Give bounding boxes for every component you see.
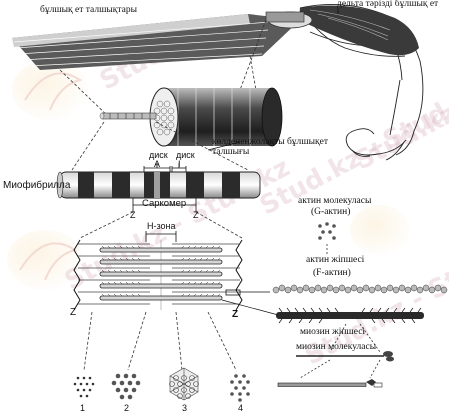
label-disk-a-letter: A bbox=[154, 159, 161, 169]
label-sarcomere: Саркомер bbox=[142, 198, 187, 209]
zoom-connectors bbox=[59, 19, 267, 119]
cross-section-2 bbox=[111, 373, 141, 400]
myofibril-strip bbox=[56, 171, 261, 199]
deltoid-muscle bbox=[299, 5, 419, 56]
label-cross-striated-fiber: көлденеңжолақты бұлшықет bbox=[212, 137, 328, 147]
label-cross-section-1: 1 bbox=[80, 403, 86, 413]
leader-line bbox=[207, 141, 241, 151]
label-skeletal-fibers: бұлшық ет талшықтары bbox=[40, 5, 137, 15]
watermark-logo bbox=[7, 60, 410, 290]
myosin-molecule-detail bbox=[277, 379, 383, 388]
zoom-connectors bbox=[79, 211, 243, 239]
f-actin-filament bbox=[272, 284, 448, 294]
label-myosin-filament: миозин жіпшесі bbox=[300, 327, 366, 337]
label-myosin-molecule: миозин молекуласы bbox=[296, 342, 377, 352]
cross-section-3 bbox=[169, 367, 199, 401]
label-z-right: Z bbox=[232, 309, 239, 320]
zoom-connectors bbox=[329, 323, 381, 353]
label-g-actin: (G-актин) bbox=[311, 207, 351, 217]
label-deltoid: дельта тәрізді бұлшық ет bbox=[337, 0, 439, 9]
label-f-actin: (F-актин) bbox=[313, 268, 351, 278]
disk-brackets bbox=[132, 163, 197, 212]
label-cross-striated-fiber: талшығы bbox=[212, 147, 250, 157]
label-actin-molecule: актин молекуласы bbox=[298, 196, 372, 206]
myosin-molecule bbox=[296, 351, 394, 362]
label-myofibril: Миофибрилла bbox=[3, 180, 71, 191]
cross-section-4 bbox=[230, 374, 250, 402]
zoom-connectors bbox=[83, 311, 237, 371]
label-z-left: Z bbox=[70, 307, 77, 318]
zoom-connectors bbox=[299, 359, 381, 379]
label-cross-section-4: 4 bbox=[238, 403, 244, 413]
label-z-top-right: Z bbox=[193, 210, 199, 220]
g-actin-molecules bbox=[318, 222, 336, 240]
fiber-bundle bbox=[12, 11, 313, 70]
label-disk-a: диск bbox=[149, 150, 168, 160]
label-disk-i: диск bbox=[176, 150, 195, 160]
label-h-zone: H-зона bbox=[147, 221, 176, 231]
cross-section-1 bbox=[73, 376, 95, 398]
muscle-fiber-cylinder bbox=[99, 87, 283, 147]
zoom-connectors bbox=[71, 121, 249, 171]
label-cross-section-3: 3 bbox=[182, 403, 188, 413]
label-cross-section-2: 2 bbox=[124, 403, 130, 413]
label-disk-i-letter: I bbox=[178, 159, 181, 169]
label-z-top-left: Z bbox=[130, 210, 136, 220]
label-actin-filament: актин жіпшесі bbox=[306, 255, 365, 265]
myosin-filament bbox=[276, 307, 424, 324]
sarcomere-detail bbox=[73, 231, 283, 317]
